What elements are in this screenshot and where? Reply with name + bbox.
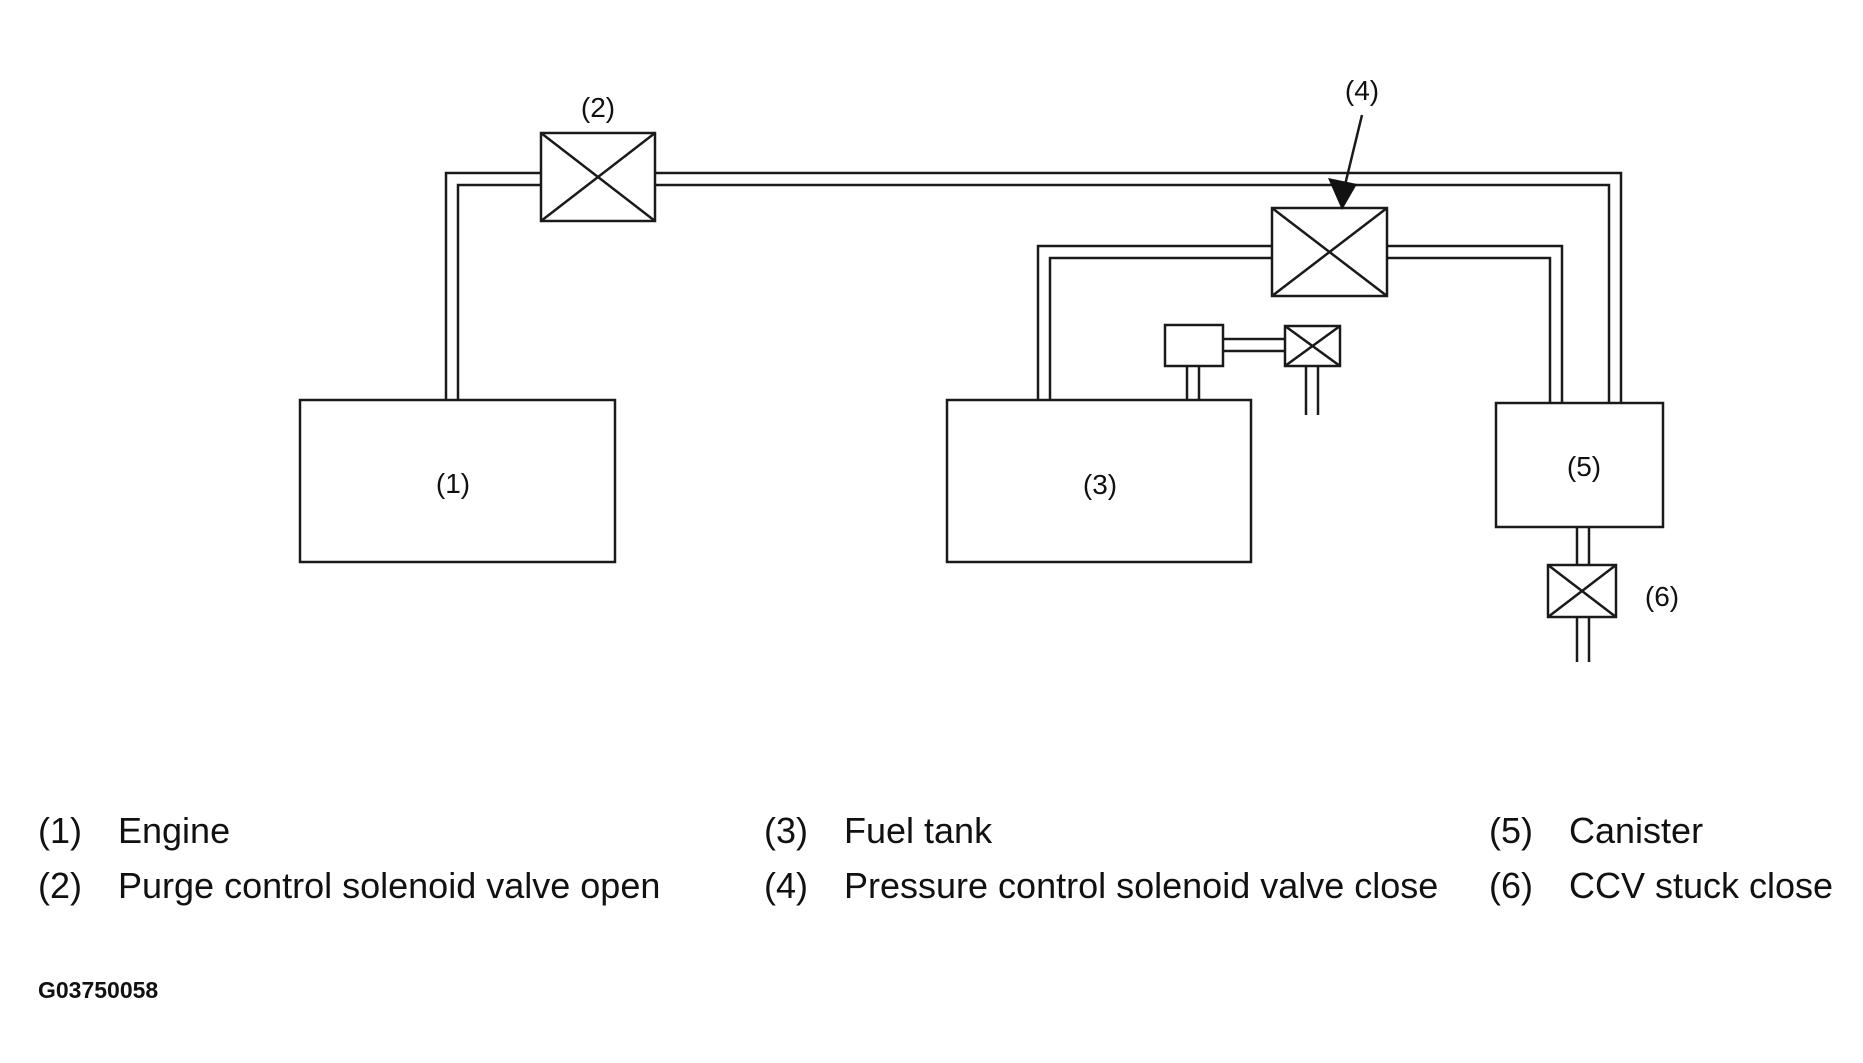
legend-text: Canister (1569, 810, 1704, 851)
legend-number: (1) (38, 810, 82, 851)
label-purge-valve: (2) (581, 92, 615, 123)
legend-text: Purge control solenoid valve open (118, 865, 661, 906)
legend-text: Pressure control solenoid valve close (844, 865, 1439, 906)
label-engine: (1) (436, 468, 470, 499)
engine-box (298, 398, 617, 564)
figure-id: G03750058 (38, 977, 159, 1003)
purge-valve-symbol (539, 131, 657, 223)
legend-item-purge-valve: (2) Purge control solenoid valve open (38, 863, 718, 908)
pipe-purge-valve-to-canister (655, 171, 1623, 403)
legend-number: (4) (764, 865, 808, 906)
pipe-fuel-tank-to-sensor (1185, 366, 1201, 400)
legend-number: (5) (1489, 810, 1533, 851)
label-pressure-valve: (4) (1345, 75, 1379, 106)
legend-text: Engine (118, 810, 231, 851)
pipe-small-valve-vent (1304, 366, 1320, 415)
legend-text: CCV stuck close (1569, 865, 1834, 906)
legend-column-3: (5) Canister (6) CCV stuck close (1489, 808, 1863, 918)
pressure-valve-symbol (1270, 206, 1389, 298)
pipe-pressure-valve-to-canister (1387, 244, 1564, 403)
legend-number: (6) (1489, 865, 1533, 906)
legend-column-1: (1) Engine (2) Purge control solenoid va… (38, 808, 718, 918)
legend-text: Fuel tank (844, 810, 993, 851)
legend-column-2: (3) Fuel tank (4) Pressure control solen… (764, 808, 1438, 918)
pipe-canister-to-ccv (1575, 527, 1591, 565)
legend-item-pressure-valve: (4) Pressure control solenoid valve clos… (764, 863, 1444, 908)
fuel-tank-box (945, 398, 1253, 564)
legend-item-fuel-tank: (3) Fuel tank (764, 808, 1404, 853)
pipe-engine-to-purge-valve (444, 171, 541, 400)
label-ccv: (6) (1645, 581, 1679, 612)
pipe-sensor-to-small-valve (1223, 337, 1285, 353)
label-canister: (5) (1567, 451, 1601, 482)
legend-item-canister: (5) Canister (1489, 808, 1863, 853)
label-fuel-tank: (3) (1083, 469, 1117, 500)
legend-number: (3) (764, 810, 808, 851)
legend-item-engine: (1) Engine (38, 808, 718, 853)
pipe-fuel-tank-to-pressure-valve (1036, 244, 1272, 400)
pipe-ccv-vent (1575, 617, 1591, 662)
legend-item-ccv: (6) CCV stuck close (1489, 863, 1863, 908)
canister-box (1494, 401, 1665, 529)
legend-number: (2) (38, 865, 82, 906)
ccv-symbol (1546, 563, 1618, 619)
fuel-sensor-box (1163, 323, 1225, 368)
small-valve-symbol (1283, 324, 1342, 368)
pressure-valve-pointer-arrow (1328, 114, 1364, 210)
